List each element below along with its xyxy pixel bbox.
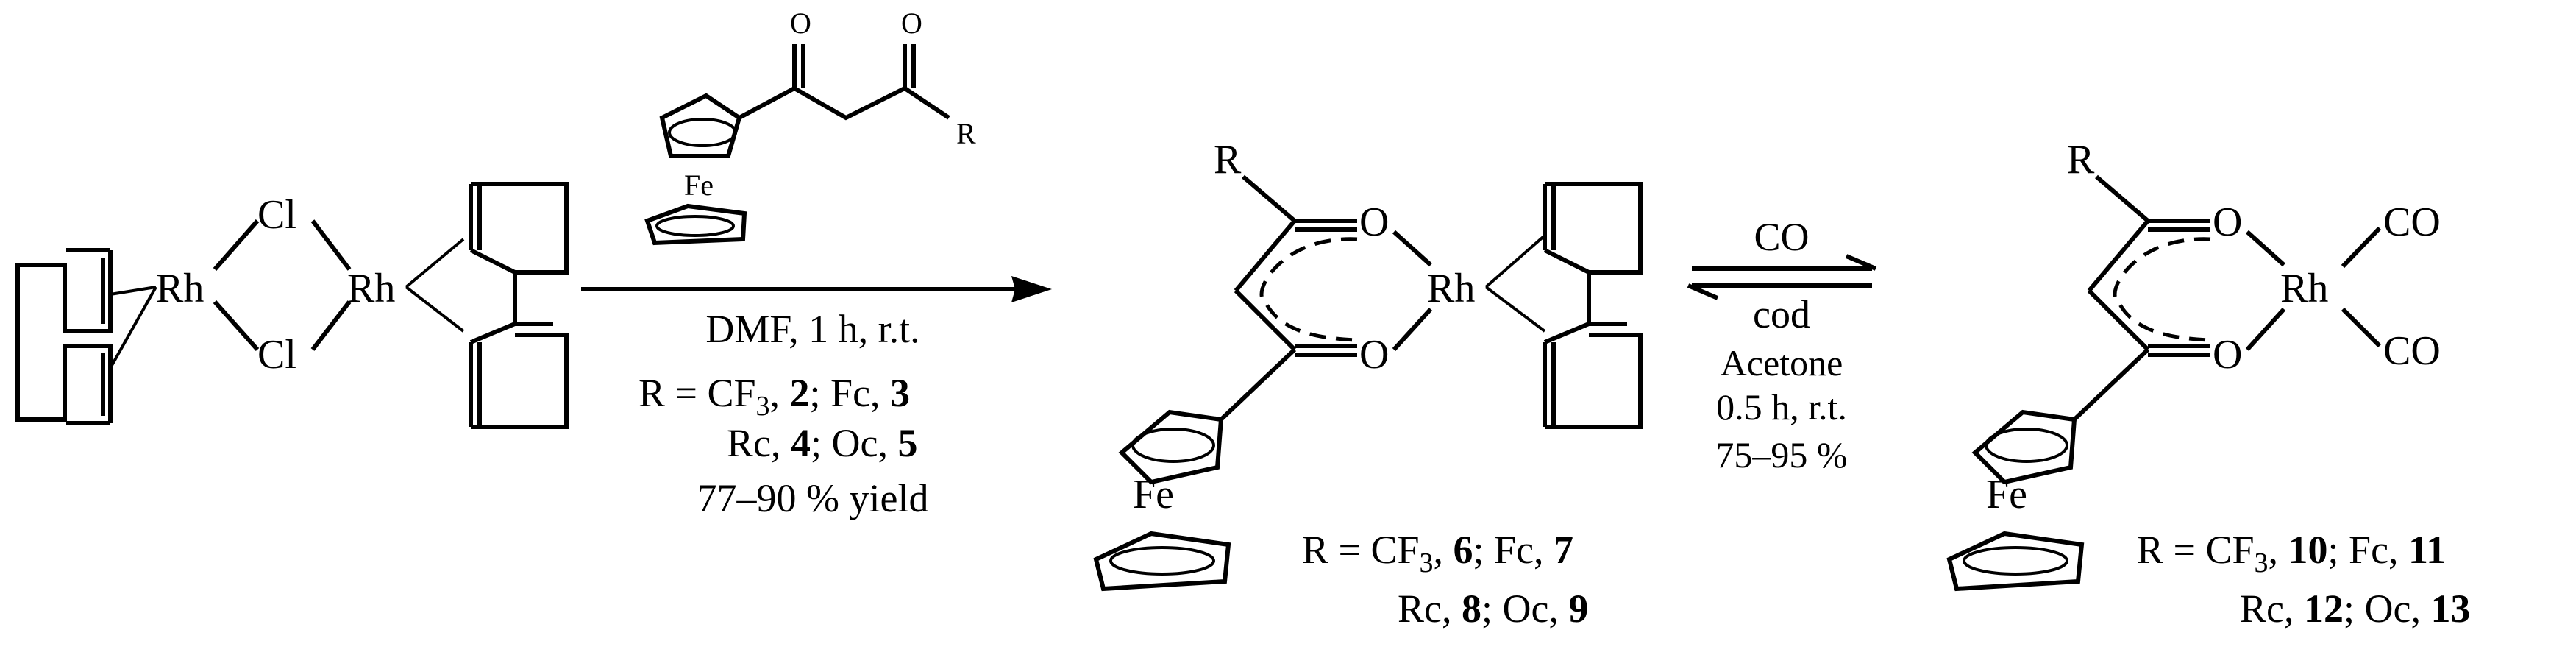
cl-top-label: Cl xyxy=(257,192,296,238)
rh-right-label: Rh xyxy=(347,266,395,311)
product2-r-line2: Rc, 12; Oc, 13 xyxy=(2240,587,2470,631)
cp-ring-lower xyxy=(1946,531,2085,592)
o-right-label: O xyxy=(901,7,922,40)
delocalized-chelate xyxy=(1259,237,1358,342)
r-label: R xyxy=(1214,137,1242,183)
o-bottom-label: O xyxy=(2213,332,2242,378)
cp-ring-upper xyxy=(1971,409,2077,485)
product-rh-cod-complex: R O O Rh Fe xyxy=(1093,137,1643,592)
cp-ring-lower xyxy=(644,203,747,246)
o-left-label: O xyxy=(790,7,811,40)
product1-r-line1: R = CF3, 6; Fc, 7 xyxy=(1302,528,1573,578)
step2-solvent: Acetone xyxy=(1721,342,1843,383)
product-rh-dicarbonyl-complex: R O O Rh CO CO Fe xyxy=(1946,137,2441,592)
reverse-reagent: cod xyxy=(1753,292,1810,336)
r-label: R xyxy=(956,117,976,150)
o-bottom-label: O xyxy=(1359,332,1389,378)
step1-r-line2: Rc, 4; Oc, 5 xyxy=(727,421,917,465)
rh-cl-bond xyxy=(213,219,260,271)
rh-label: Rh xyxy=(1427,266,1475,311)
o-top-label: O xyxy=(2213,199,2242,245)
cp-ring-lower xyxy=(1093,531,1231,592)
equilibrium-arrows xyxy=(1687,254,1877,300)
step2-time: 0.5 h, r.t. xyxy=(1716,386,1847,428)
product2-r-line1: R = CF3, 10; Fc, 11 xyxy=(2137,528,2446,578)
r-label: R xyxy=(2067,137,2095,183)
cl-rh-bond xyxy=(310,219,352,271)
cp-ring-upper xyxy=(1118,409,1224,485)
o-top-label: O xyxy=(1359,199,1389,245)
cl-rh-bond xyxy=(310,300,352,351)
cod-ligand-left xyxy=(15,248,157,425)
reaction-arrow-1 xyxy=(581,276,1052,302)
co-bottom-label: CO xyxy=(2383,328,2441,374)
fe-label: Fe xyxy=(1133,472,1174,517)
fe-label: Fe xyxy=(1986,472,2027,517)
rh-cod-dimer: Rh Cl Cl Rh xyxy=(15,182,569,429)
step2-yield: 75–95 % xyxy=(1715,434,1847,475)
co-top-label: CO xyxy=(2383,199,2441,245)
delocalized-chelate xyxy=(2113,237,2211,342)
rh-cl-bond xyxy=(213,300,260,351)
cod-ligand-right xyxy=(405,182,569,429)
fe-label: Fe xyxy=(684,169,714,202)
step1-yield: 77–90 % yield xyxy=(697,476,929,520)
cod-ligand xyxy=(1484,182,1643,429)
diketone-chain xyxy=(738,85,950,121)
rh-label: Rh xyxy=(2280,266,2328,311)
step1-r-line1: R = CF3, 2; Fc, 3 xyxy=(638,371,910,422)
reagent-ferrocenyl-diketone: Fe O O R xyxy=(644,7,976,246)
forward-reagent: CO xyxy=(1754,215,1809,259)
rh-left-label: Rh xyxy=(156,266,204,311)
product1-r-line2: Rc, 8; Oc, 9 xyxy=(1398,587,1588,631)
step1-conditions: DMF, 1 h, r.t. xyxy=(705,307,919,351)
cl-bottom-label: Cl xyxy=(257,332,296,378)
